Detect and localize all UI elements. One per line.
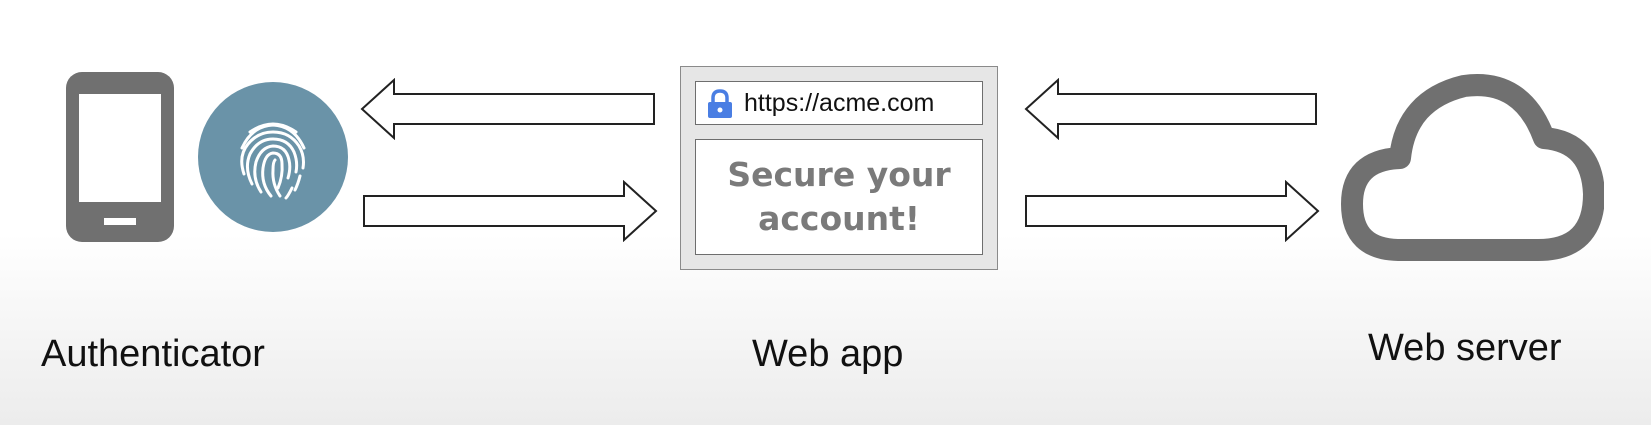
arrow-to-web-server [1025, 180, 1320, 242]
arrow-to-authenticator [360, 78, 655, 140]
authenticator-label: Authenticator [41, 333, 265, 375]
web-app-label: Web app [752, 333, 904, 375]
url-text: https://acme.com [744, 89, 935, 117]
phone-icon [66, 72, 174, 242]
cloud-icon [1341, 74, 1604, 261]
address-bar: https://acme.com [695, 81, 983, 125]
web-server-label: Web server [1368, 327, 1562, 369]
page-content: Secure your account! [695, 139, 983, 255]
fingerprint-icon [198, 82, 348, 232]
browser-window: https://acme.com Secure your account! [680, 66, 998, 270]
lock-icon [708, 89, 732, 118]
page-headline: Secure your account! [727, 155, 951, 238]
arrow-to-web-app-from-server [1024, 78, 1317, 140]
arrow-to-web-app [363, 180, 658, 242]
